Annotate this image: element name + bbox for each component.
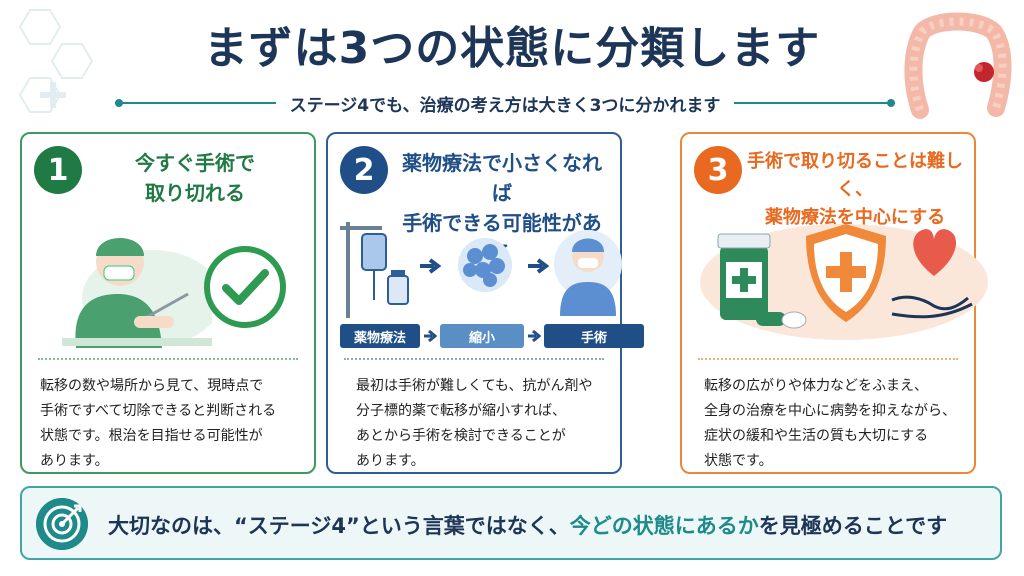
key-message-part2: を見極めることです <box>758 514 948 538</box>
shield-icon <box>806 224 886 322</box>
card-body-line: あります。 <box>356 453 425 469</box>
card-body-line: 状態です。 <box>704 453 773 469</box>
card-divider <box>344 358 604 360</box>
flow-step-surgery: 手術 <box>544 324 644 348</box>
card-body-line: 最初は手術が難しくても、抗がん剤や <box>356 378 593 394</box>
card-heading: 薬物療法で小さくなれば 手術できる可能性がある <box>394 148 610 268</box>
key-message-banner: 大切なのは、“ステージ4”という言葉ではなく、今どの状態にあるかを見極めることで… <box>20 486 1002 560</box>
surgeon-small-icon <box>554 230 622 316</box>
surgeon-icon <box>62 238 212 348</box>
card-heading-line2: 薬物療法を中心にする <box>764 207 946 228</box>
card-body-line: あとから手術を検討できることが <box>356 428 566 444</box>
card-body-line: あります。 <box>40 453 109 469</box>
flow-step-shrink: 縮小 <box>440 324 524 348</box>
card-divider <box>38 358 298 360</box>
card-divider <box>698 358 958 360</box>
checkmark-icon <box>204 246 286 328</box>
card-body: 転移の広がりや体力などをふまえ、 全身の治療を中心に病勢を抑えながら、 症状の緩… <box>704 374 962 474</box>
card-heading: 今すぐ手術で 取り切れる <box>86 148 304 208</box>
card-body-line: 症状の緩和や生活の質も大切にする <box>704 428 929 444</box>
card-body: 最初は手術が難しくても、抗がん剤や 分子標的薬で転移が縮小すれば、 あとから手術… <box>356 374 608 474</box>
card-heading-line1: 薬物療法で小さくなれば <box>402 151 602 205</box>
card-body-line: 手術ですべて切除できると判断される <box>40 403 277 419</box>
medicine-bottle-icon <box>717 233 807 329</box>
flow-step-drug-therapy: 薬物療法 <box>340 324 420 348</box>
card-number-badge: 2 <box>340 146 388 194</box>
hexagon-pattern-icon <box>18 9 94 113</box>
key-message-part1: 大切なのは、“ステージ4”という言葉ではなく、 <box>108 514 570 538</box>
card-body-line: 分子標的薬で転移が縮小すれば、 <box>356 403 566 419</box>
tumor-cells-icon <box>458 238 512 292</box>
arrow-right-icon <box>528 258 550 274</box>
iv-drip-icon <box>340 222 409 318</box>
card-heading-line1: 手術で取り切ることは難しく、 <box>747 151 963 200</box>
colon-illustration-icon <box>904 12 1012 119</box>
card-heading-line2: 取り切れる <box>145 181 245 205</box>
arrow-right-icon <box>424 329 438 343</box>
care-illustration-icon <box>700 224 988 340</box>
card-surgery-now: 1 今すぐ手術で 取り切れる 転移の数や場所から見て、現時点で 手術ですべて切除… <box>20 132 316 474</box>
subtitle-right-line <box>734 99 895 107</box>
card-heading-line2: 手術できる可能性がある <box>402 211 602 265</box>
card-body: 転移の数や場所から見て、現時点で 手術ですべて切除できると判断される 状態です。… <box>40 374 302 474</box>
card-heading: 手術で取り切ることは難しく、 薬物療法を中心にする <box>746 148 964 232</box>
card-number-badge: 3 <box>694 146 742 194</box>
card-number-badge: 1 <box>34 146 82 194</box>
card-body-line: 状態です。根治を目指せる可能性が <box>40 428 263 444</box>
subtitle-left-line <box>115 99 276 107</box>
card-body-line: 転移の広がりや体力などをふまえ、 <box>704 378 928 394</box>
key-message: 大切なのは、“ステージ4”という言葉ではなく、今どの状態にあるかを見極めることで… <box>108 510 947 540</box>
target-icon <box>36 498 88 550</box>
subtitle-row: ステージ4でも、治療の考え方は大きく3つに分かれます <box>115 90 895 116</box>
arrow-right-icon <box>528 329 542 343</box>
subtitle: ステージ4でも、治療の考え方は大きく3つに分かれます <box>289 95 721 116</box>
card-body-line: 全身の治療を中心に病勢を抑えながら、 <box>704 403 956 419</box>
heart-hand-icon <box>891 229 973 319</box>
page-title: まずは3つの状態に分類します <box>203 23 821 74</box>
arrow-right-icon <box>420 258 442 274</box>
key-message-highlight: 今どの状態にあるか <box>569 514 759 538</box>
card-heading-line1: 今すぐ手術で <box>135 151 255 175</box>
card-drug-then-surgery: 2 薬物療法で小さくなれば 手術できる可能性がある 薬物療法 縮小 手術 最初は… <box>326 132 644 474</box>
card-drug-centered: 3 手術で取り切ることは難しく、 薬物療法を中心にする 転移の広がりや体力などを… <box>680 132 988 474</box>
card-body-line: 転移の数や場所から見て、現時点で <box>40 378 264 394</box>
